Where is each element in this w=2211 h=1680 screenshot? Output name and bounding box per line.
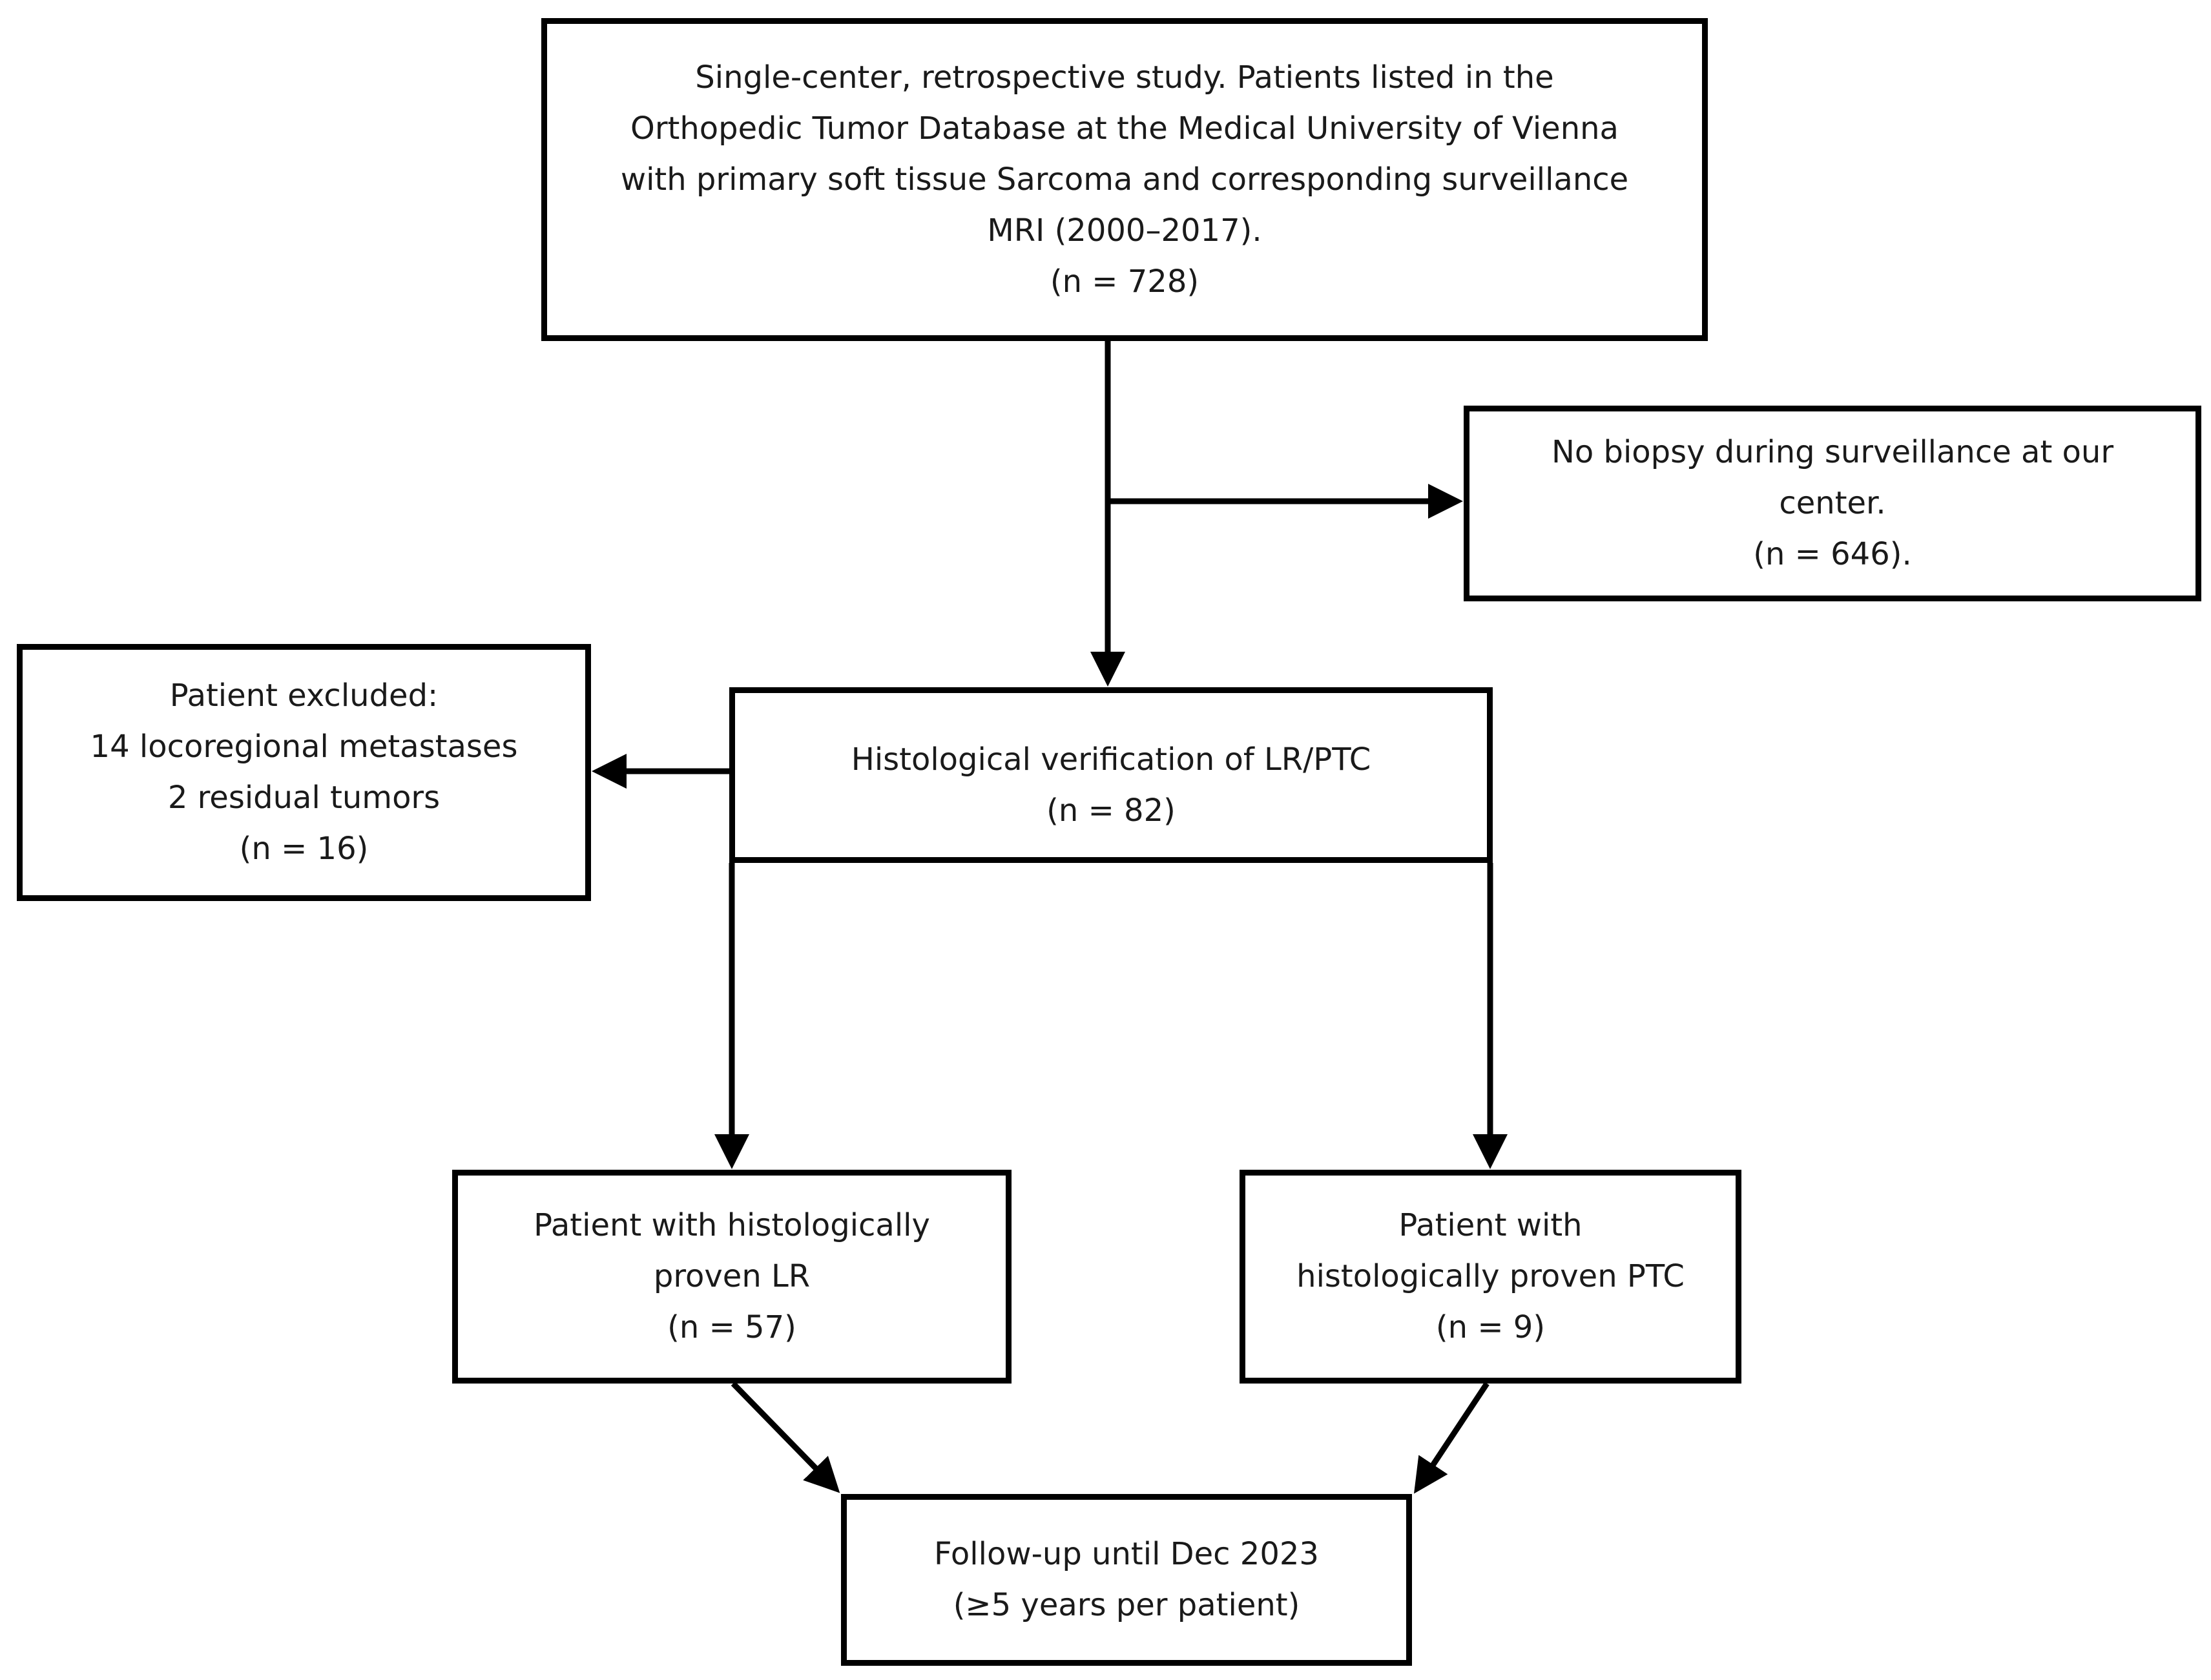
study-population-line-4: MRI (2000–2017).	[987, 212, 1262, 249]
proven-ptc-line-2: histologically proven PTC	[1296, 1258, 1685, 1294]
no-biopsy-line-2: center.	[1779, 485, 1886, 521]
follow-up-line-1: Follow-up until Dec 2023	[934, 1536, 1319, 1572]
excluded-line-3: 2 residual tumors	[167, 780, 441, 816]
no-biopsy-count: (n = 646).	[1753, 536, 1912, 572]
excluded-line-1: Patient excluded:	[169, 678, 439, 714]
follow-up-box: Follow-up until Dec 2023 (≥5 years per p…	[841, 1494, 1412, 1666]
proven-ptc-count: (n = 9)	[1435, 1309, 1546, 1345]
arrow-ptc-to-followup	[1414, 1382, 1490, 1494]
histological-verification-count: (n = 82)	[1046, 793, 1176, 829]
excluded-line-2: 14 locoregional metastases	[90, 729, 518, 765]
excluded-count: (n = 16)	[239, 831, 369, 867]
histological-verification-label: Histological verification of LR/PTC	[851, 741, 1371, 778]
proven-lr-line-1: Patient with histologically	[534, 1207, 930, 1243]
study-population-line-2: Orthopedic Tumor Database at the Medical…	[630, 110, 1619, 147]
proven-lr-line-2: proven LR	[653, 1258, 811, 1294]
no-biopsy-line-1: No biopsy during surveillance at our	[1551, 434, 2114, 470]
no-biopsy-box: No biopsy during surveillance at our cen…	[1464, 406, 2201, 601]
study-population-count: (n = 728)	[1050, 263, 1199, 300]
follow-up-line-2: (≥5 years per patient)	[953, 1587, 1300, 1623]
study-population-line-1: Single-center, retrospective study. Pati…	[695, 59, 1554, 96]
study-population-line-3: with primary soft tissue Sarcoma and cor…	[620, 161, 1629, 198]
study-population-box: Single-center, retrospective study. Pati…	[541, 18, 1708, 341]
excluded-box: Patient excluded: 14 locoregional metast…	[17, 644, 591, 901]
arrow-lr-to-followup	[731, 1381, 840, 1493]
proven-lr-count: (n = 57)	[667, 1309, 796, 1345]
histological-verification-box: Histological verification of LR/PTC (n =…	[729, 687, 1493, 863]
proven-lr-box: Patient with histologically proven LR (n…	[452, 1170, 1012, 1384]
proven-ptc-line-1: Patient with	[1398, 1207, 1583, 1243]
proven-ptc-box: Patient with histologically proven PTC (…	[1240, 1170, 1741, 1384]
